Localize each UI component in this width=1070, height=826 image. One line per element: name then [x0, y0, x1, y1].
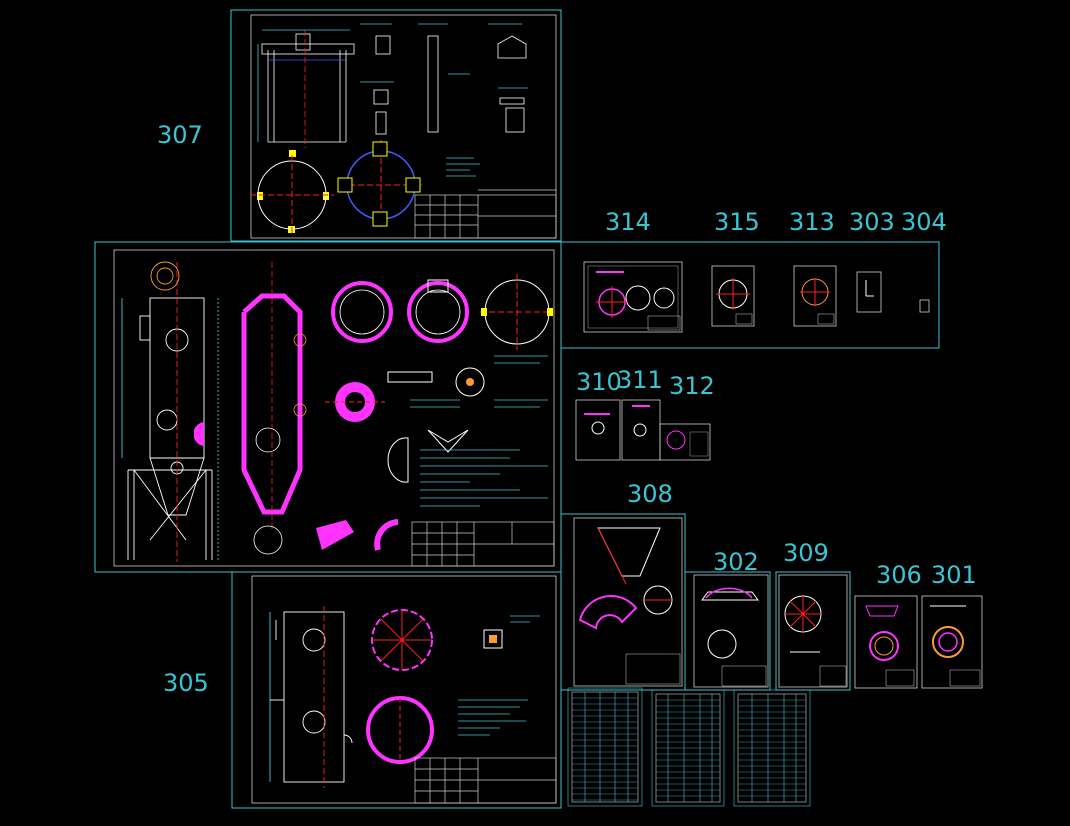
sheet-304 — [919, 299, 930, 313]
sheet-307[interactable] — [230, 9, 562, 242]
sheet-label-308: 308 — [627, 480, 673, 508]
bom-rows — [572, 697, 806, 801]
plan-view-circle — [250, 155, 334, 235]
title-block-305 — [414, 757, 557, 804]
sheet-label-301: 301 — [931, 561, 977, 589]
sheet-label-313: 313 — [789, 208, 835, 236]
sheet-label-304: 304 — [901, 208, 947, 236]
sheet-label-302: 302 — [713, 548, 759, 576]
lug-arrangement-circle — [337, 140, 422, 230]
title-block-307 — [414, 189, 557, 239]
sheet-301[interactable] — [921, 595, 983, 689]
sheet-314 — [583, 261, 683, 333]
sheet-313 — [793, 265, 837, 327]
sheet-315 — [711, 265, 755, 327]
sheet-label-315: 315 — [714, 208, 760, 236]
sheet-assembly[interactable] — [94, 241, 562, 573]
flange-ring-views — [331, 274, 555, 350]
sheet-label-303: 303 — [849, 208, 895, 236]
shell-plate-elevation — [269, 606, 353, 788]
sheet-302[interactable] — [684, 571, 771, 691]
sheet-306[interactable] — [854, 595, 918, 689]
detail-labels — [360, 23, 528, 177]
title-block-assembly — [411, 521, 555, 567]
sheet-group-314-304[interactable] — [560, 241, 940, 349]
detail-views — [373, 35, 527, 135]
sheet-308[interactable] — [560, 513, 686, 691]
vessel-elevation — [121, 261, 219, 562]
sheet-label-311: 311 — [617, 366, 663, 394]
shell-plan-view — [366, 609, 503, 764]
sheet-label-310: 310 — [576, 368, 622, 396]
sheet-label-307: 307 — [157, 121, 203, 149]
sheet-label-306: 306 — [876, 561, 922, 589]
support-frame-elevation — [257, 29, 355, 148]
section-details — [316, 367, 485, 551]
sheet-group-310-312[interactable] — [575, 399, 711, 461]
sheet-label-305: 305 — [163, 669, 209, 697]
sheet-309[interactable] — [775, 571, 851, 691]
notes-and-dims — [410, 355, 548, 507]
sheet-303 — [856, 271, 882, 313]
sheet-label-312: 312 — [669, 372, 715, 400]
vessel-section — [241, 293, 303, 515]
vessel-section-details — [253, 262, 307, 555]
notes-305 — [458, 615, 540, 736]
sheet-label-309: 309 — [783, 539, 829, 567]
sheet-label-314: 314 — [605, 208, 651, 236]
